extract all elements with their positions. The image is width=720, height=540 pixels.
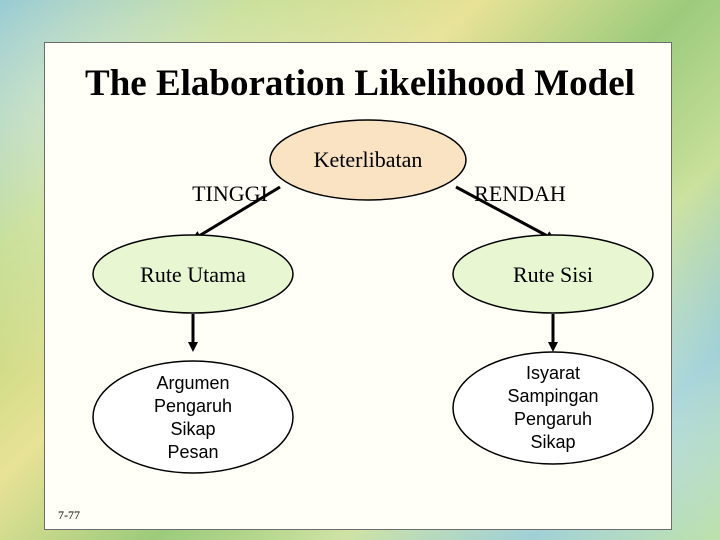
right-outcome-line: Sampingan — [507, 386, 599, 406]
left-outcome-line: Sikap — [170, 419, 216, 439]
left-outcome-line: Pengaruh — [153, 396, 233, 416]
left-outcome-line: Argumen — [156, 373, 230, 393]
slide-number: 7-77 — [58, 508, 80, 522]
arrow-to-rute-sisi — [455, 185, 556, 241]
keterlibatan-node — [269, 119, 467, 201]
right-outcome-line: Sikap — [530, 432, 576, 452]
rute-sisi-node — [452, 234, 654, 314]
right-outcome-node — [452, 351, 654, 465]
rute-sisi-label: Rute Sisi — [512, 262, 594, 287]
right-outcome-line: Isyarat — [525, 363, 581, 383]
left-outcome-label: Argumen Pengaruh Sikap Pesan — [113, 372, 273, 464]
right-outcome-line: Pengaruh — [513, 409, 593, 429]
rute-utama-label: Rute Utama — [140, 262, 246, 287]
left-outcome-node — [92, 360, 294, 474]
rute-utama-node — [92, 234, 294, 314]
arrow-to-rute-utama — [191, 185, 281, 241]
tinggi-label: TINGGI — [192, 181, 268, 206]
right-outcome-label: Isyarat Sampingan Pengaruh Sikap — [473, 362, 633, 454]
keterlibatan-label: Keterlibatan — [313, 147, 423, 172]
left-outcome-line: Pesan — [167, 442, 219, 462]
page-title: The Elaboration Likelihood Model — [85, 63, 635, 104]
rendah-label: RENDAH — [474, 181, 566, 206]
